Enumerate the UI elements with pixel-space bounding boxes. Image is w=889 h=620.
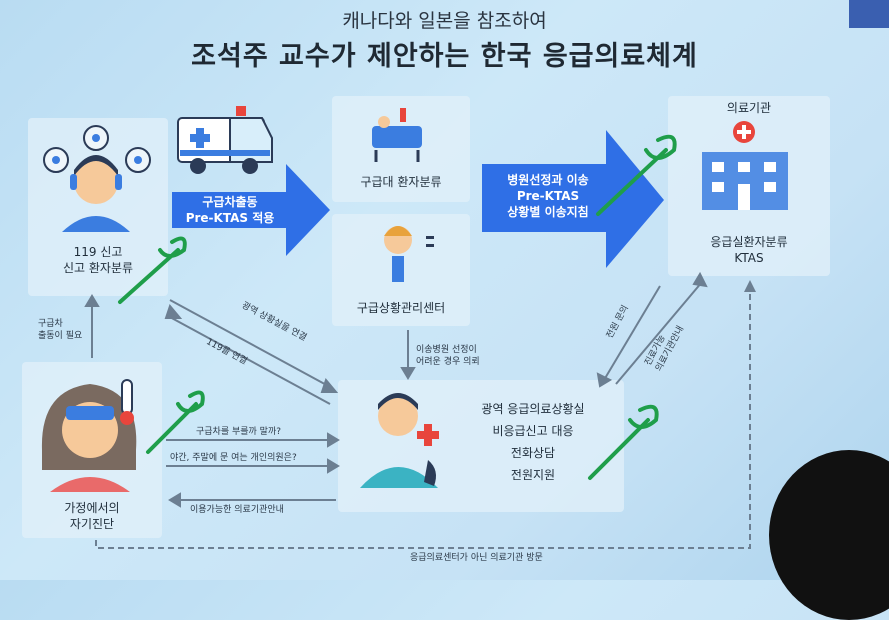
hospital-label: 응급실환자분류 KTAS <box>710 235 788 265</box>
regional-center-label: 광역 응급의료상황실 비응급신고 대응 전화상담 전원지원 <box>481 402 585 482</box>
dispatch-arrow <box>172 164 330 256</box>
operator-icon <box>384 226 434 282</box>
page-title: 조석주 교수가 제안하는 한국 응급의료체계 <box>191 41 698 72</box>
self-diagnosis-label: 가정에서의 자기진단 <box>64 501 120 531</box>
transport-arrow-label: 병원선정과 이송 Pre-KTAS 상황별 이송지침 <box>507 173 589 219</box>
sick-person-icon <box>41 379 137 492</box>
if-hard-label: 이송병원 선정이 어려운 경우 의뢰 <box>416 345 480 367</box>
report-label: 119 신고 신고 환자분류 <box>62 245 134 275</box>
visit-non-emergency-label: 응급의료센터가 아닌 의료기관 방문 <box>410 553 543 563</box>
diagram-graphics <box>41 106 788 549</box>
stretcher-icon <box>372 108 422 162</box>
available-info-label: 이용가능한 의료기관안내 <box>190 505 284 515</box>
transport-arrow <box>482 130 664 268</box>
control-center-label: 구급상황관리센터 <box>356 301 446 315</box>
need-ambulance-label: 구급차 출동이 필요 <box>38 319 83 341</box>
green-stamps <box>118 134 677 480</box>
hospital-icon <box>702 121 788 210</box>
dispatcher-icon <box>43 125 151 232</box>
hospital-header: 의료기관 <box>726 101 772 115</box>
dispatch-arrow-label: 구급차출동 Pre-KTAS 적용 <box>185 195 275 225</box>
ambulance-triage-label: 구급대 환자분류 <box>360 175 442 189</box>
night-holiday-label: 야간, 주말에 문 여는 개인의원은? <box>170 453 297 463</box>
doctor-icon <box>360 393 439 488</box>
should-call-label: 구급차를 부를까 말까? <box>196 427 282 437</box>
corner-logo <box>849 0 889 28</box>
ambulance-icon <box>177 106 273 174</box>
subtitle: 캐나다와 일본을 참조하여 <box>342 10 547 32</box>
